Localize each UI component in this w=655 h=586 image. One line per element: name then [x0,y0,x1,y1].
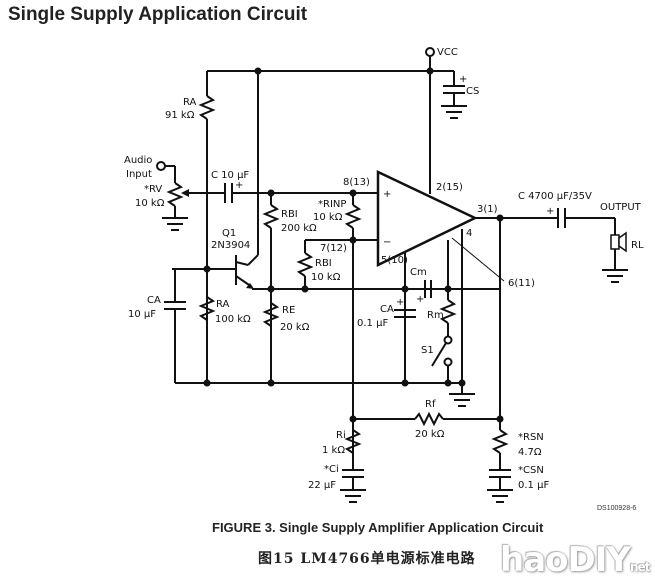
watermark-logo: haoDIYnet [500,540,650,580]
csn-name: *CSN [518,465,544,476]
top-supply-rail [207,47,454,194]
pin-gnd-leader [451,237,505,282]
s1-label: S1 [421,345,434,356]
vcc-terminal-icon [425,47,435,57]
audio-input-label-2: Input [126,169,152,180]
q1-transistor [172,255,500,290]
speaker-icon [610,234,620,250]
re-value: 20 kΩ [280,322,310,333]
cm-name: Cm [410,267,427,278]
cs-plus: + [459,74,467,85]
rv-name: *RV [144,184,162,195]
opamp-minus-sign: − [383,237,391,248]
mute-circuit [394,229,463,383]
rinp-name: *RINP [318,199,346,210]
c-input-label: C 10 μF [211,170,249,181]
watermark-main: haoDIY [500,540,631,580]
q1-part: 2N3904 [211,240,250,251]
rinp-value: 10 kΩ [313,212,343,223]
rbi-top-value: 200 kΩ [281,223,317,234]
pin-plus-label: 8(13) [343,177,370,188]
q1-name: Q1 [222,228,236,239]
ra-top-value: 91 kΩ [165,110,195,121]
ca-left-value: 10 μF [128,309,156,320]
rf-name: Rf [425,399,436,410]
ca-mid-value: 0.1 μF [357,318,388,329]
rv-potentiometer [156,161,189,231]
cm-plus: + [416,294,424,305]
pin-out-label: 3(1) [477,204,498,215]
ra-bottom-value: 100 kΩ [215,314,251,325]
ca-mid-plus: + [396,297,404,308]
ci-value: 22 μF [308,480,336,491]
audio-input-label-1: Audio [124,155,152,166]
ra-top-resistor [198,71,216,383]
figure-caption: FIGURE 3. Single Supply Amplifier Applic… [212,520,544,535]
rl-name: RL [631,240,644,251]
ra-bottom-resistor [198,296,216,321]
pin-vcc-label: 2(15) [436,182,463,193]
rbi-top-name: RBI [281,209,298,220]
ra-bottom-name: RA [216,299,230,310]
re-resistor [262,302,280,327]
cs-capacitor [441,71,467,119]
pin-4-label: 4 [466,228,472,239]
rbi-bottom-resistor [296,239,353,293]
ra-top-name: RA [183,97,197,108]
page-title: Single Supply Application Circuit [8,4,308,25]
ca-left-name: CA [147,295,161,306]
rsn-name: *RSN [518,432,544,443]
ri-value: 1 kΩ [322,445,345,456]
rm-name: Rm [427,310,444,321]
rsn-value: 4.7Ω [518,447,542,458]
c-output-plus: + [546,206,554,217]
ri-ci-network [340,429,366,503]
pin-mute-label: 5(10) [381,255,408,266]
document-id: DS100928-6 [597,505,637,512]
rbi-bottom-value: 10 kΩ [311,272,341,283]
rf-feedback-resistor [349,411,504,427]
circuit-schematic: VCC + CS RA 91 kΩ Audio Input *RV 10 kΩ [124,47,644,503]
watermark-suffix: net [630,560,650,574]
csn-value: 0.1 μF [518,480,549,491]
output-circuit [475,208,628,430]
rsn-csn-network [487,429,513,503]
c-output-label: C 4700 μF/35V [518,191,592,202]
pin-minus-label: 7(12) [320,243,347,254]
vcc-label: VCC [437,47,458,58]
re-name: RE [282,305,295,316]
ca-mid-name: CA [380,304,394,315]
opamp-plus-sign: + [383,189,391,200]
audio-input-terminal-icon [156,161,166,171]
rinp-resistor [344,193,378,463]
ci-name: *Ci [324,464,339,475]
rbi-bottom-name: RBI [315,258,332,269]
bottom-ground-rail [175,379,475,407]
ca-left-capacitor [164,269,186,383]
lm4766-opamp [376,170,478,267]
c-input-plus: + [235,180,243,191]
output-label: OUTPUT [600,202,642,213]
rf-value: 20 kΩ [415,429,445,440]
ri-name: Ri [336,430,346,441]
rv-value: 10 kΩ [135,198,165,209]
cs-label: CS [466,86,479,97]
pin-gnd-label: 6(11) [508,278,535,289]
chinese-caption: 图15 LM4766单电源标准电路 [258,551,476,567]
